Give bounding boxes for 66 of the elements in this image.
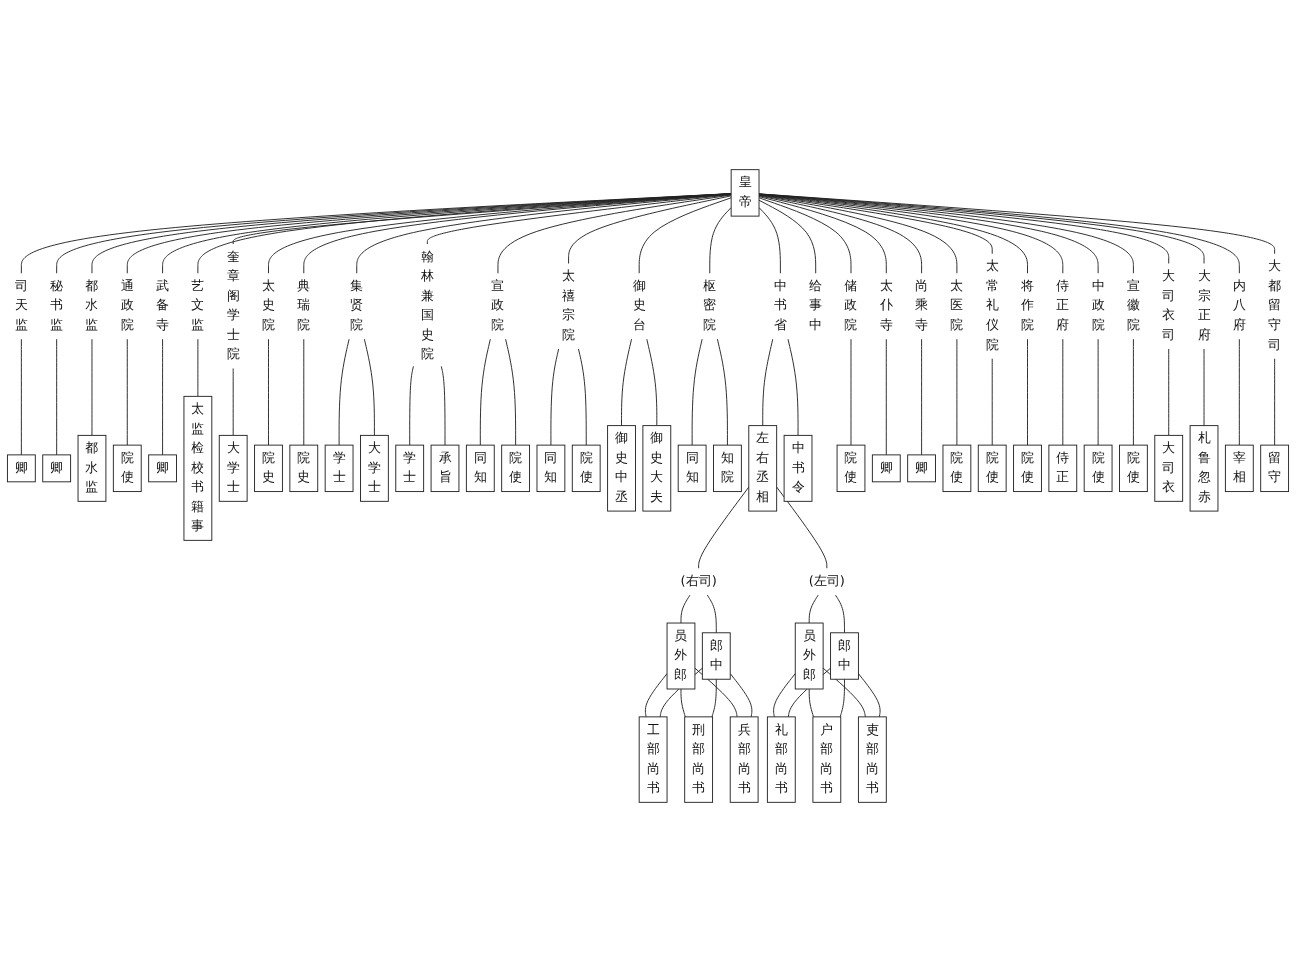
connector bbox=[680, 688, 686, 718]
connector bbox=[440, 365, 446, 446]
connector bbox=[758, 195, 923, 274]
connector bbox=[758, 193, 1276, 255]
connector bbox=[1097, 338, 1099, 446]
connector bbox=[505, 338, 517, 446]
connector bbox=[787, 338, 799, 436]
connector bbox=[850, 338, 852, 446]
connector bbox=[1062, 338, 1064, 446]
connector bbox=[839, 678, 845, 718]
connector bbox=[578, 348, 587, 446]
connector bbox=[706, 594, 717, 634]
connector bbox=[694, 667, 738, 718]
connector bbox=[758, 197, 852, 274]
connector bbox=[822, 667, 866, 718]
connector bbox=[426, 194, 732, 245]
connector bbox=[808, 688, 814, 718]
connector bbox=[646, 338, 658, 427]
connector bbox=[268, 338, 269, 446]
connector bbox=[921, 338, 923, 456]
connector bbox=[621, 338, 632, 427]
connector bbox=[698, 486, 750, 569]
connector bbox=[1203, 348, 1205, 427]
connector bbox=[638, 197, 732, 274]
connector bbox=[1027, 338, 1028, 446]
connector bbox=[338, 338, 350, 446]
connector bbox=[857, 673, 881, 718]
connector bbox=[758, 199, 817, 274]
connector bbox=[1132, 338, 1134, 446]
connector bbox=[758, 196, 887, 274]
connector bbox=[20, 338, 22, 456]
connector bbox=[729, 673, 753, 718]
connector bbox=[1168, 348, 1170, 436]
connector bbox=[885, 338, 887, 456]
connector bbox=[680, 594, 691, 624]
connector bbox=[162, 338, 164, 456]
connector bbox=[479, 338, 491, 446]
connector bbox=[716, 338, 728, 446]
connector bbox=[232, 193, 732, 245]
connector bbox=[758, 194, 958, 274]
connector bbox=[709, 207, 732, 274]
connector bbox=[303, 338, 305, 446]
connector bbox=[409, 365, 414, 446]
connector bbox=[758, 207, 781, 274]
connector bbox=[550, 348, 560, 446]
connector bbox=[232, 368, 234, 436]
connector bbox=[644, 673, 668, 718]
connector bbox=[91, 338, 93, 436]
connector bbox=[991, 358, 993, 446]
connector bbox=[568, 195, 732, 264]
connector bbox=[776, 486, 828, 569]
connector bbox=[56, 338, 58, 456]
connector bbox=[691, 338, 703, 446]
connector bbox=[1274, 358, 1276, 446]
connector bbox=[126, 338, 128, 446]
connector bbox=[758, 193, 1240, 274]
connector bbox=[762, 338, 774, 427]
connector bbox=[956, 338, 958, 446]
connector bbox=[497, 194, 732, 274]
connector bbox=[711, 678, 717, 718]
connector bbox=[363, 338, 375, 436]
connector bbox=[773, 673, 796, 718]
connector bbox=[808, 594, 819, 624]
connector bbox=[197, 338, 199, 397]
connector bbox=[835, 594, 845, 634]
connector bbox=[1238, 338, 1240, 446]
